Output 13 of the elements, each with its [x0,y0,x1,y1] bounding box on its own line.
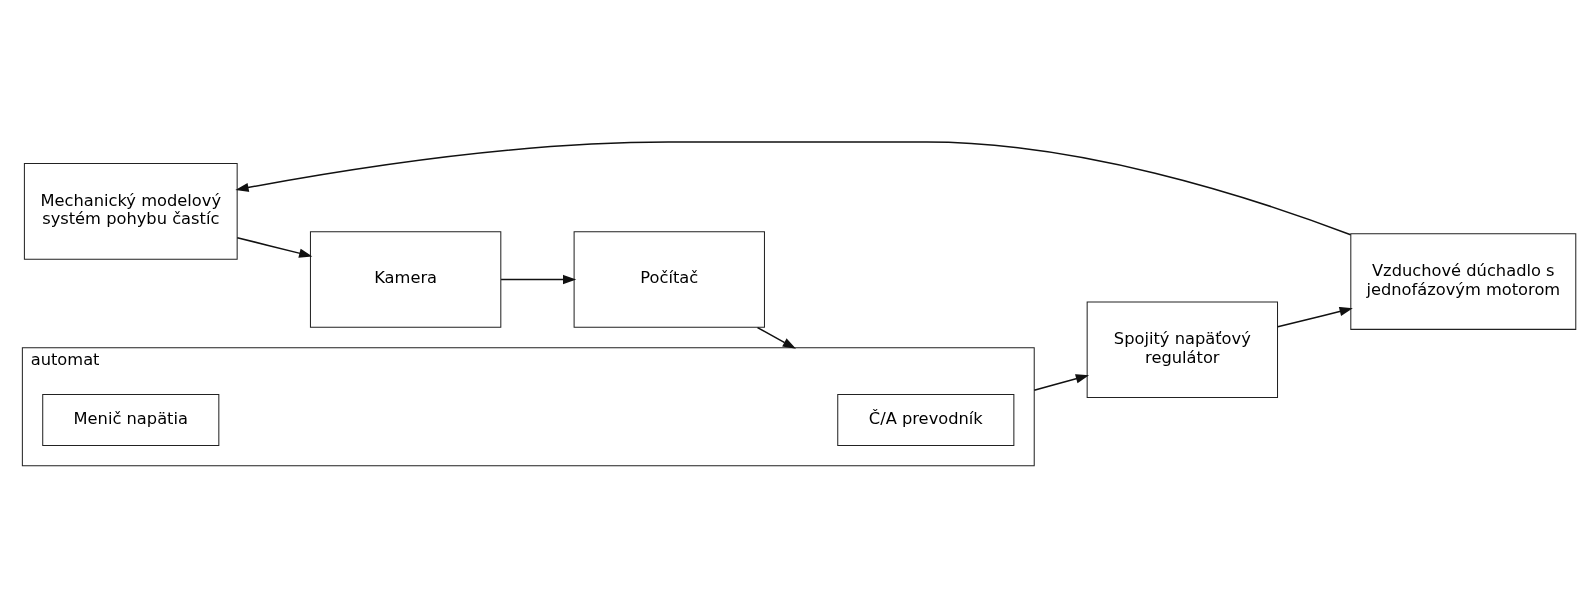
arrow [756,326,796,349]
node-box: Spojitý napäťový regulátor [1086,300,1278,398]
arrow [235,140,1352,235]
node-box: Počítač [573,230,765,328]
node-box: Vzduchové dúchadlo s jednofázovým motorom [1350,232,1577,330]
node-box: Mechanický modelový systém pohybu častíc [23,162,238,260]
arrow [1277,306,1353,327]
node-box: Kamera [309,230,502,328]
arrow [236,236,313,258]
arrow [500,274,577,284]
arrow [1033,373,1090,391]
node-box: Menič napätia [42,393,220,446]
node-box: Č/A prevodník [837,393,1015,446]
